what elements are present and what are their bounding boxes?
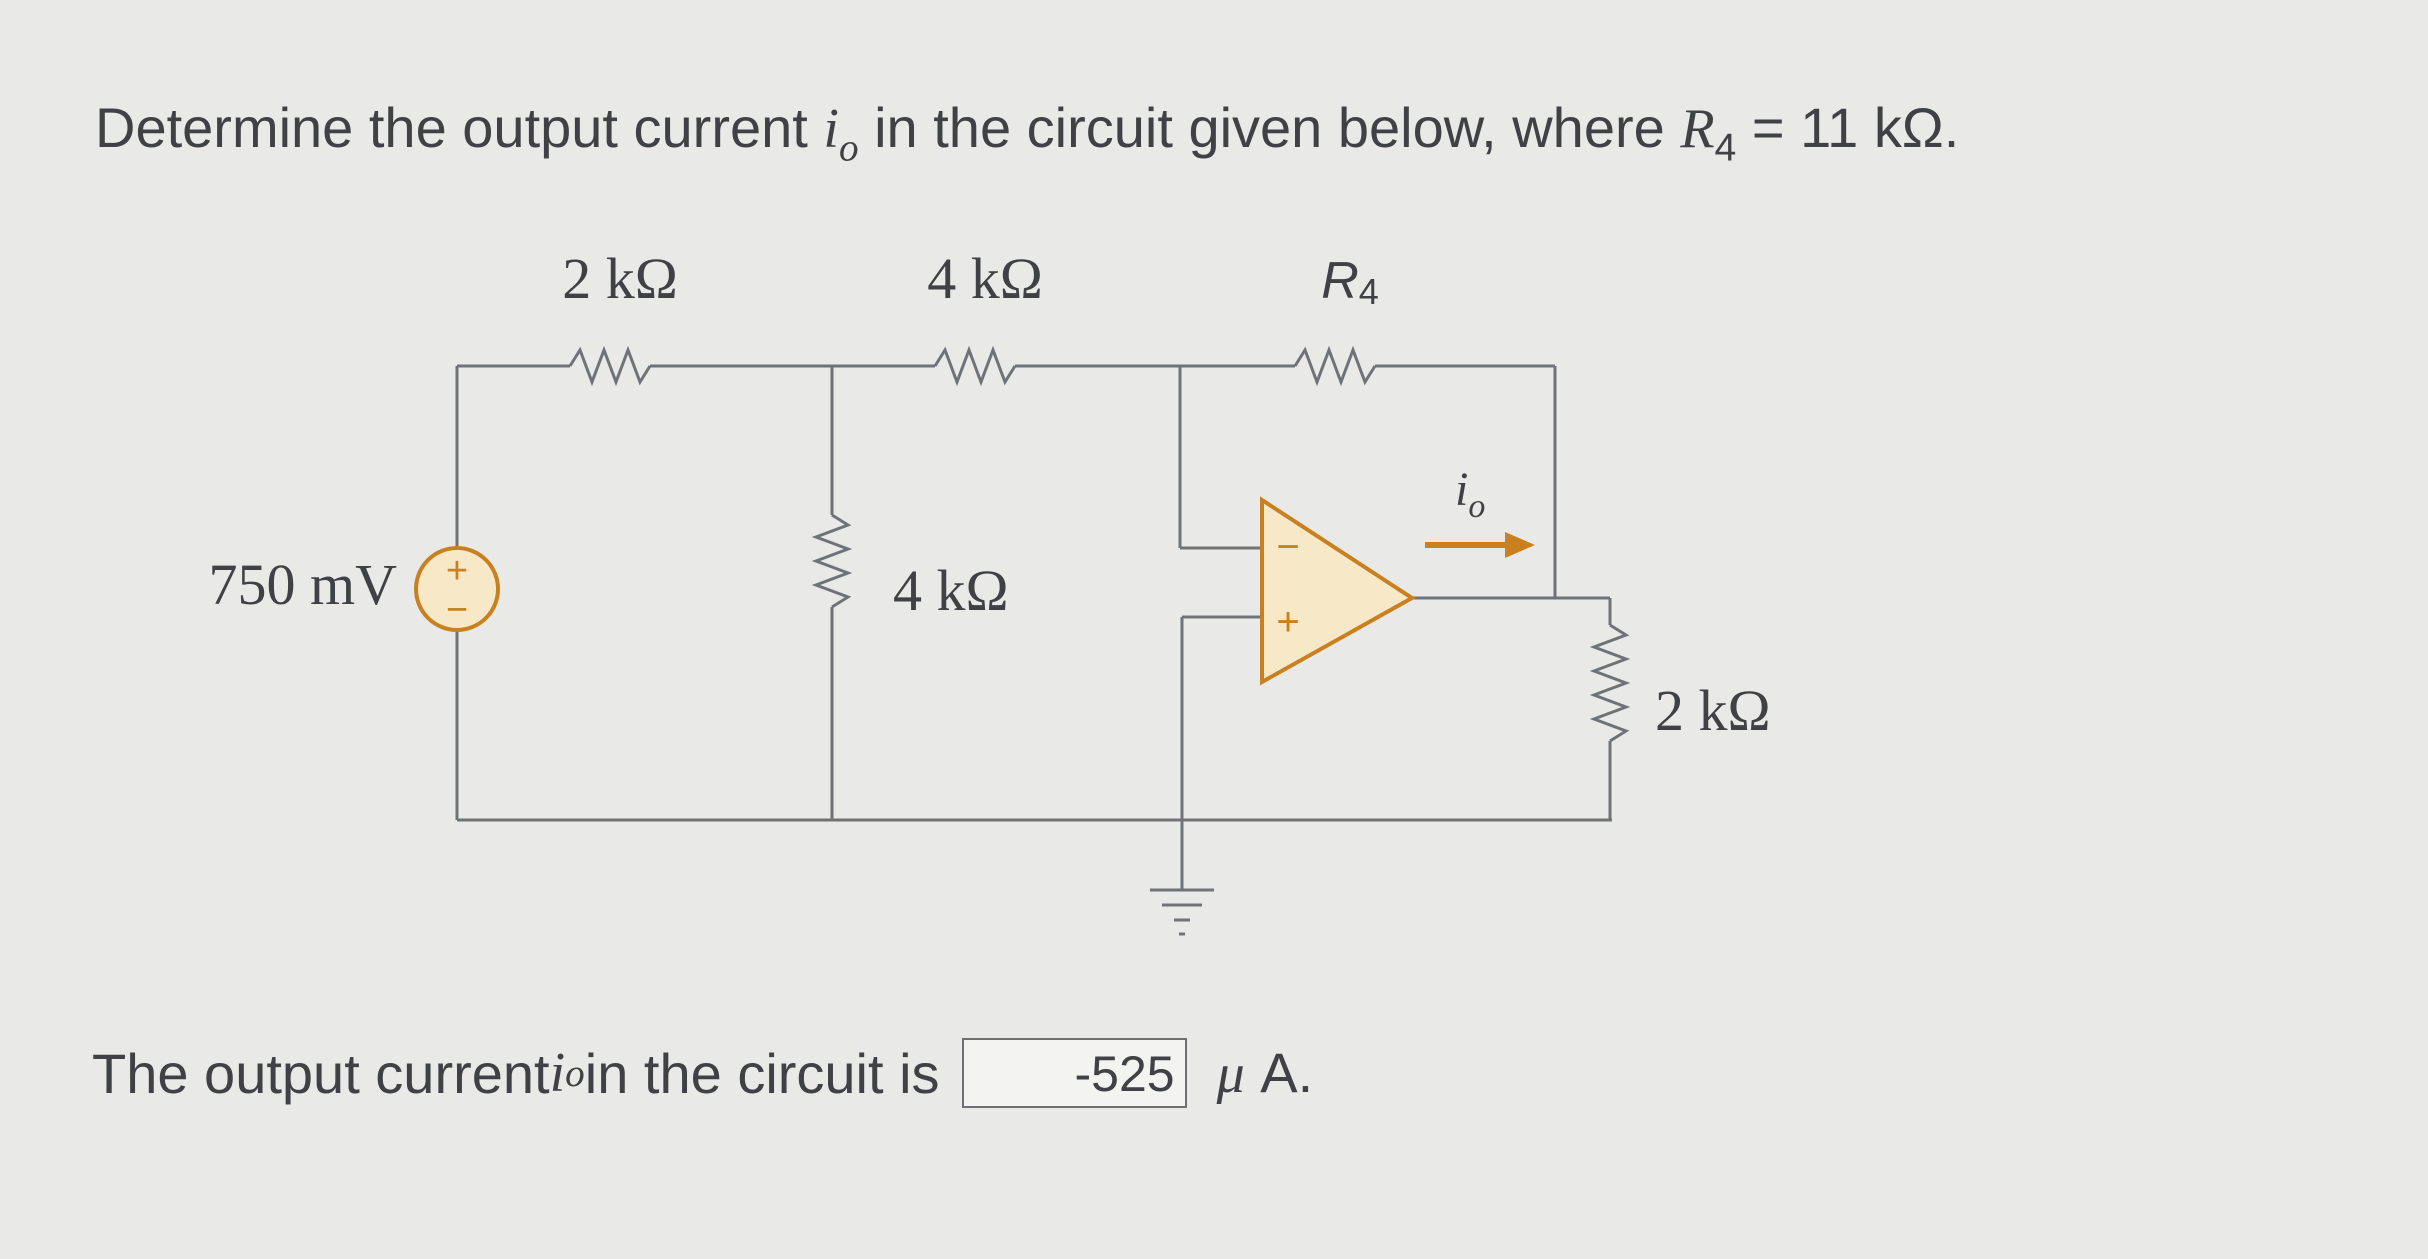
answer-var-sub: o: [565, 1051, 585, 1095]
r4-label-sub: 4: [1359, 271, 1379, 312]
op-amp-icon: [1260, 496, 1416, 686]
answer-var: i: [549, 1042, 566, 1104]
source-plus: +: [446, 550, 468, 592]
question-prefix: Determine the output current: [95, 96, 824, 159]
resistor-2k-load-zigzag: [1589, 623, 1631, 743]
question-suffix: = 11 kΩ.: [1736, 96, 1960, 159]
io-label: io: [1455, 463, 1485, 525]
question-middle: in the circuit given below, where: [858, 96, 1681, 159]
answer-middle: in the circuit is: [584, 1041, 940, 1105]
r1-label: 2 kΩ: [562, 246, 678, 311]
question-var: i: [823, 98, 839, 160]
question-r4: R: [1680, 98, 1715, 160]
resistor-4k-top-zigzag: [933, 345, 1017, 387]
resistor-r4-zigzag: [1293, 345, 1377, 387]
answer-unit: μ A.: [1217, 1040, 1314, 1106]
question-var-sub: o: [838, 126, 859, 170]
op-amp-minus: −: [1276, 525, 1299, 569]
answer-input[interactable]: -525: [961, 1038, 1187, 1108]
answer-unit-mu: μ: [1216, 1043, 1245, 1105]
source-label: 750 mV: [209, 552, 398, 617]
resistor-4k-shunt-zigzag: [811, 513, 853, 609]
r4-label: R4: [1321, 252, 1379, 312]
resistor-2k-top-zigzag: [568, 345, 652, 387]
op-amp-plus: +: [1276, 600, 1299, 644]
r2-label: 4 kΩ: [927, 246, 1043, 311]
answer-prefix: The output current: [92, 1041, 550, 1105]
io-label-sub: o: [1468, 488, 1485, 525]
current-arrow-icon: [1505, 532, 1535, 558]
voltage-source-icon: [414, 546, 500, 632]
question-text: Determine the output current io in the c…: [95, 95, 1959, 171]
question-r4-sub: 4: [1714, 126, 1737, 170]
r4-label-main: R: [1321, 252, 1359, 310]
rload-label: 2 kΩ: [1655, 678, 1771, 743]
io-label-main: i: [1455, 463, 1468, 516]
r3-label: 4 kΩ: [893, 558, 1009, 623]
source-minus: −: [446, 589, 468, 631]
answer-unit-rest: A.: [1244, 1041, 1314, 1104]
